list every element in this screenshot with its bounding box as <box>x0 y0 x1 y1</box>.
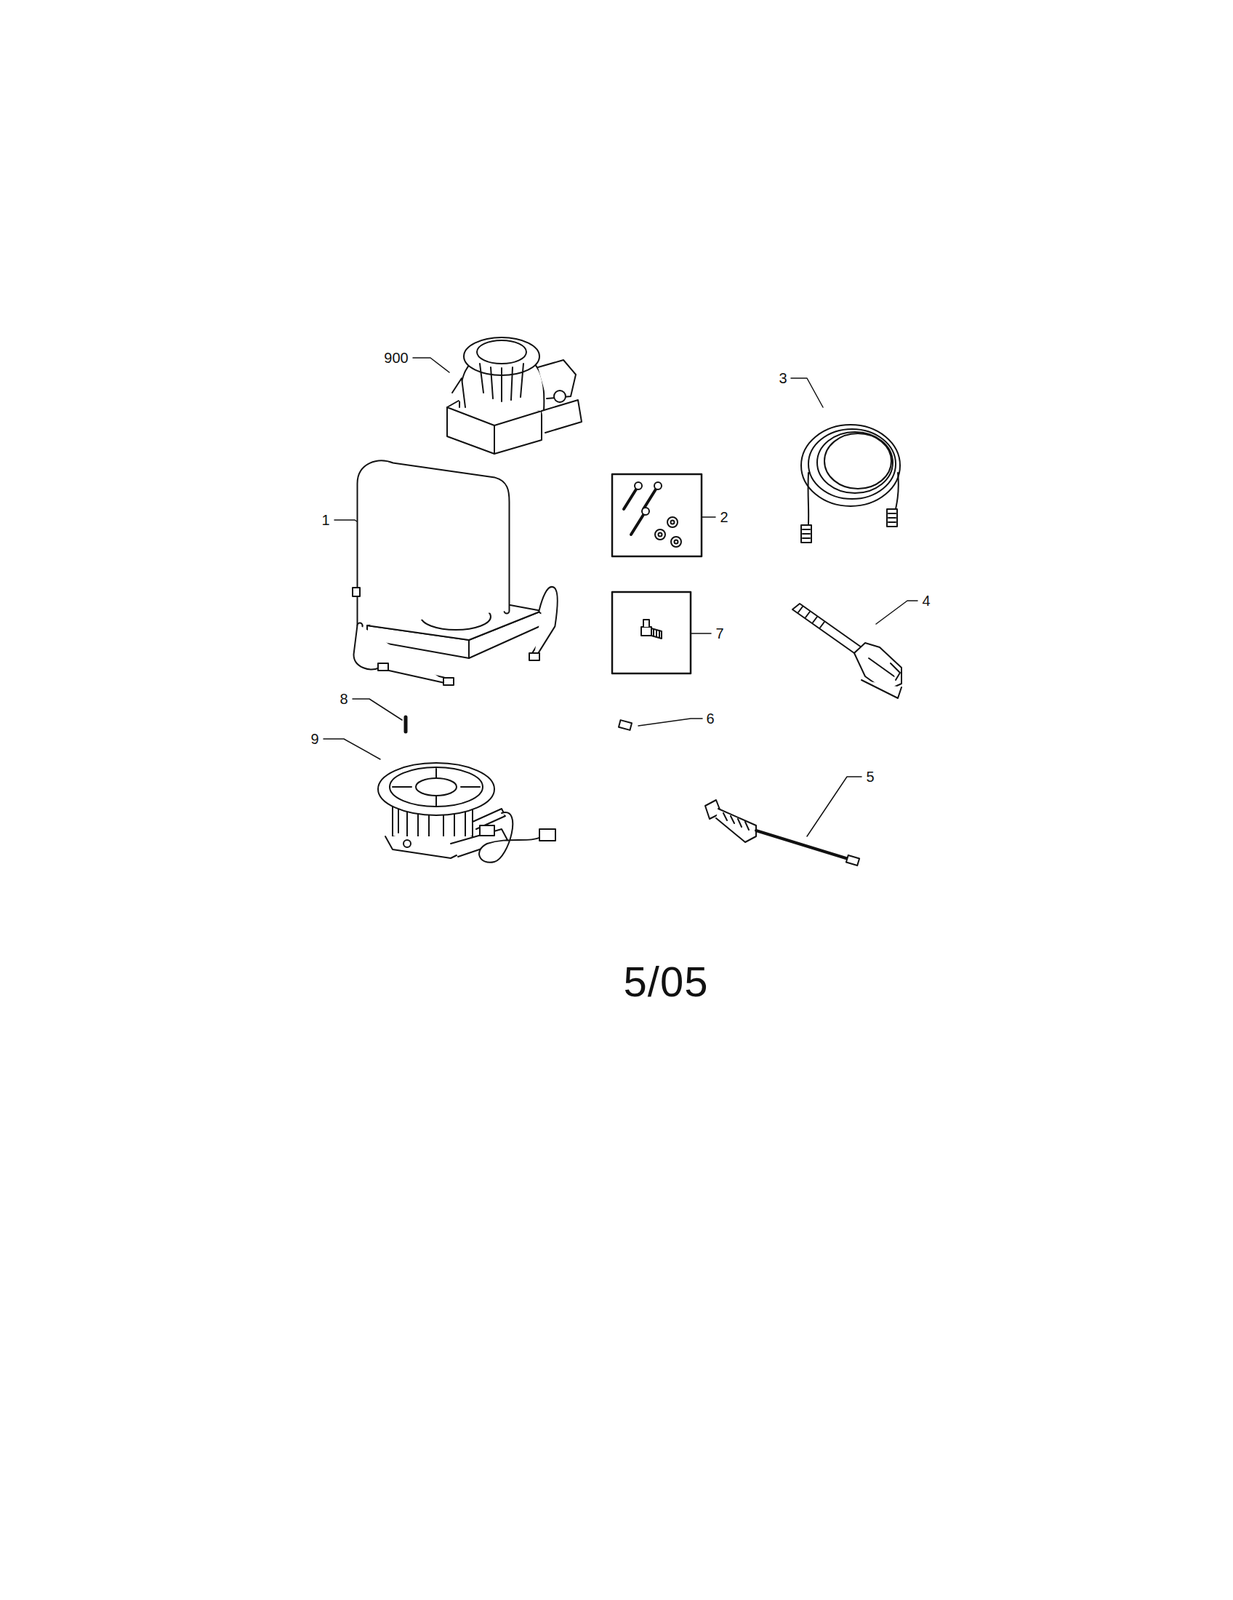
callout-number: 8 <box>338 691 349 706</box>
callout-number: 900 <box>383 350 409 365</box>
fitting-kit <box>612 591 691 674</box>
hose <box>801 424 901 543</box>
callout-number: 3 <box>777 370 788 386</box>
leader-lines <box>323 357 918 837</box>
date-code: 5/05 <box>623 960 710 1003</box>
callout-number: 5 <box>865 769 875 784</box>
spray-gun-lance <box>705 799 860 866</box>
callout-number: 9 <box>309 731 320 746</box>
callout-number: 4 <box>921 593 931 608</box>
callout-number: 1 <box>320 512 331 528</box>
callout-number: 6 <box>705 711 715 726</box>
hardware-kit <box>612 474 702 557</box>
frame <box>352 463 555 685</box>
pin <box>404 716 408 732</box>
brush-wand <box>792 603 902 698</box>
pump <box>378 762 556 863</box>
engine <box>447 337 582 454</box>
callout-number: 2 <box>719 509 729 525</box>
nozzle <box>618 719 632 730</box>
callout-number: 7 <box>714 625 725 641</box>
